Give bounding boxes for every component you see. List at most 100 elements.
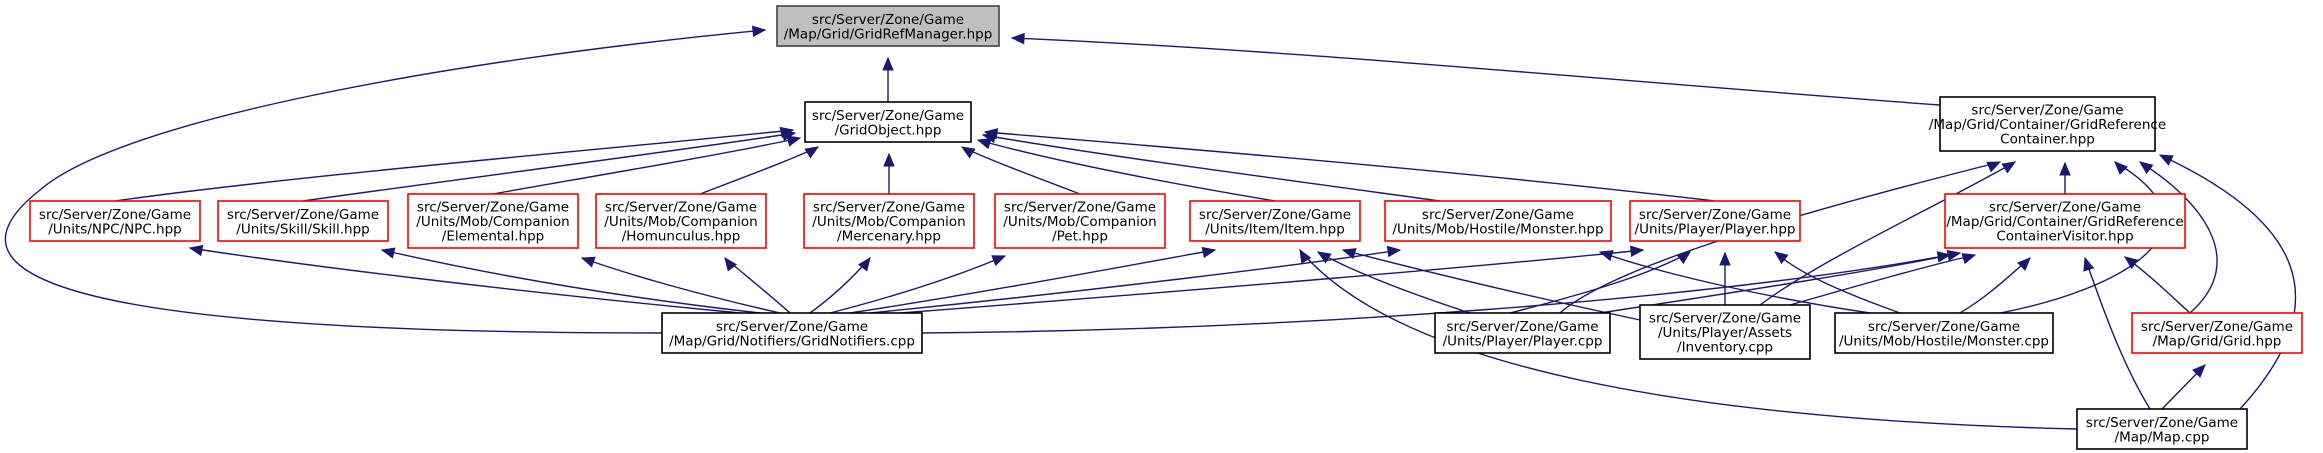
node-map-cpp[interactable]: src/Server/Zone/Game/Map/Map.cpp bbox=[2076, 408, 2248, 450]
arrowhead bbox=[380, 247, 396, 259]
node-label-line: src/Server/Zone/Game bbox=[1971, 103, 2123, 119]
arrowhead bbox=[1598, 250, 1614, 262]
arrowhead bbox=[1629, 245, 1645, 257]
node-label-line: /Units/Player/Player.cpp bbox=[1443, 333, 1603, 349]
node-label-line: /Units/Mob/Companion bbox=[1003, 214, 1156, 230]
node-box bbox=[1944, 193, 2186, 249]
edge-map_cpp-to-gridrefcontainer bbox=[2158, 154, 2297, 410]
arrowhead bbox=[188, 244, 204, 257]
node-label-line: src/Server/Zone/Game bbox=[39, 207, 191, 223]
node-label-line: /Units/Mob/Companion bbox=[812, 214, 965, 230]
node-pet[interactable]: src/Server/Zone/Game/Units/Mob/Companion… bbox=[994, 193, 1166, 249]
edge-line bbox=[982, 134, 1441, 202]
node-label-line: src/Server/Zone/Game bbox=[1639, 207, 1791, 223]
node-label-line: /Units/Player/Player.hpp bbox=[1635, 221, 1796, 237]
arrowhead bbox=[2158, 154, 2174, 166]
node-gridrefmanager[interactable]: src/Server/Zone/Game/Map/Grid/GridRefMan… bbox=[776, 5, 1000, 47]
node-label-line: /GridObject.hpp bbox=[835, 122, 942, 138]
node-label-line: /Map/Map.cpp bbox=[2115, 429, 2210, 445]
edge-gridnotifiers-to-npc bbox=[188, 244, 741, 314]
arrowhead bbox=[2123, 256, 2139, 270]
node-box bbox=[803, 193, 975, 249]
edge-gridnotifiers-to-elemental bbox=[580, 256, 781, 314]
node-elemental[interactable]: src/Server/Zone/Game/Units/Mob/Companion… bbox=[407, 193, 579, 249]
node-item[interactable]: src/Server/Zone/Game/Units/Item/Item.hpp bbox=[1189, 200, 1361, 242]
node-player-hpp[interactable]: src/Server/Zone/Game/Units/Player/Player… bbox=[1629, 200, 1801, 242]
node-label-line: /Homunculus.hpp bbox=[622, 229, 741, 245]
node-gridrefcontainer[interactable]: src/Server/Zone/Game/Map/Grid/Container/… bbox=[1929, 96, 2166, 152]
edge-line bbox=[1509, 251, 1691, 314]
edge-monster_cpp-to-player_hpp bbox=[1773, 251, 1901, 314]
node-label-line: /Map/Grid/GridRefManager.hpp bbox=[784, 26, 993, 42]
node-label-line: src/Server/Zone/Game bbox=[2141, 319, 2293, 335]
node-label-line: /Units/Mob/Companion bbox=[416, 214, 569, 230]
node-box bbox=[29, 200, 201, 242]
edge-player_cpp-to-visitor bbox=[1599, 249, 1962, 314]
edge-npc-to-gridobject bbox=[114, 126, 795, 202]
node-box bbox=[1434, 312, 1611, 354]
arrowhead bbox=[2083, 256, 2095, 272]
edge-line bbox=[1599, 252, 1961, 314]
edge-line bbox=[302, 132, 796, 202]
node-monster-hpp[interactable]: src/Server/Zone/Game/Units/Mob/Hostile/M… bbox=[1384, 200, 1612, 242]
edge-line bbox=[1999, 161, 2165, 314]
node-label-line: src/Server/Zone/Game bbox=[1649, 311, 1801, 327]
edge-visitor-to-gridrefcontainer bbox=[2059, 161, 2071, 194]
node-label-line: src/Server/Zone/Game bbox=[1422, 207, 1574, 223]
node-npc[interactable]: src/Server/Zone/Game/Units/NPC/NPC.hpp bbox=[29, 200, 201, 242]
arrowhead bbox=[1986, 161, 2002, 173]
node-label-line: /Units/Skill/Skill.hpp bbox=[236, 221, 369, 237]
node-monster-cpp[interactable]: src/Server/Zone/Game/Units/Mob/Hostile/M… bbox=[1834, 312, 2054, 354]
edge-elemental-to-gridobject bbox=[492, 135, 802, 195]
node-gridobject[interactable]: src/Server/Zone/Game/GridObject.hpp bbox=[804, 101, 972, 143]
edge-line bbox=[849, 249, 1216, 314]
edge-grid_hpp-to-gridrefcontainer bbox=[2138, 161, 2218, 314]
arrowhead bbox=[1676, 251, 1692, 265]
edge-monster_cpp-to-monster_hpp bbox=[1598, 250, 1871, 314]
arrowhead bbox=[1386, 245, 1402, 258]
edge-gridnotifiers-to-skill bbox=[380, 247, 761, 314]
edge-inventory-to-gridrefcontainer bbox=[1759, 161, 2017, 306]
edge-gridnotifiers-to-item bbox=[849, 246, 1217, 314]
node-gridnotifiers[interactable]: src/Server/Zone/Game/Map/Grid/Notifiers/… bbox=[661, 312, 923, 354]
arrowhead bbox=[960, 146, 976, 159]
arrowhead bbox=[1961, 253, 1977, 265]
node-label-line: src/Server/Zone/Game bbox=[1989, 200, 2141, 216]
node-label-line: Container.hpp bbox=[2000, 132, 2095, 148]
node-label-line: src/Server/Zone/Game bbox=[1446, 319, 1598, 335]
edge-skill-to-gridobject bbox=[302, 129, 797, 202]
node-label-line: /Units/Mob/Companion bbox=[604, 214, 757, 230]
node-label-line: /Units/Item/Item.hpp bbox=[1205, 221, 1345, 237]
node-player-cpp[interactable]: src/Server/Zone/Game/Units/Player/Player… bbox=[1434, 312, 1611, 354]
edge-line bbox=[961, 146, 1081, 195]
node-label-line: /Map/Grid/Container/GridReference bbox=[1946, 214, 2183, 230]
node-homunculus[interactable]: src/Server/Zone/Game/Units/Mob/Companion… bbox=[595, 193, 767, 249]
node-box bbox=[994, 193, 1166, 249]
edge-homunculus-to-gridobject bbox=[699, 146, 820, 195]
node-box bbox=[1629, 200, 1801, 242]
edge-line bbox=[869, 249, 1401, 314]
arrowhead bbox=[1316, 251, 1332, 264]
node-label-line: /Units/Player/Assets bbox=[1658, 325, 1792, 341]
edge-map_cpp-to-grid_hpp bbox=[2161, 364, 2206, 410]
edge-line bbox=[1011, 37, 1941, 106]
node-visitor[interactable]: src/Server/Zone/Game/Map/Grid/Container/… bbox=[1944, 193, 2186, 249]
edge-line bbox=[581, 257, 781, 314]
arrowhead bbox=[1341, 248, 1357, 260]
arrowhead bbox=[2059, 161, 2071, 176]
arrowhead bbox=[991, 255, 1007, 266]
node-label-line: ContainerVisitor.hpp bbox=[1996, 229, 2133, 245]
node-label-line: src/Server/Zone/Game bbox=[813, 200, 965, 216]
node-label-line: /Elemental.hpp bbox=[442, 229, 544, 245]
node-skill[interactable]: src/Server/Zone/Game/Units/Skill/Skill.h… bbox=[217, 200, 389, 242]
node-grid-hpp[interactable]: src/Server/Zone/Game/Map/Grid/Grid.hpp bbox=[2131, 312, 2303, 354]
arrowhead bbox=[2138, 161, 2154, 175]
node-inventory[interactable]: src/Server/Zone/Game/Units/Player/Assets… bbox=[1639, 304, 1811, 360]
node-box bbox=[661, 312, 923, 354]
edge-line bbox=[1959, 257, 2031, 314]
edge-item-to-gridobject bbox=[976, 138, 1276, 202]
node-mercenary[interactable]: src/Server/Zone/Game/Units/Mob/Companion… bbox=[803, 193, 975, 249]
node-label-line: /Mercenary.hpp bbox=[837, 229, 941, 245]
arrowhead bbox=[580, 256, 596, 268]
edge-grid_hpp-to-visitor bbox=[2123, 256, 2191, 314]
